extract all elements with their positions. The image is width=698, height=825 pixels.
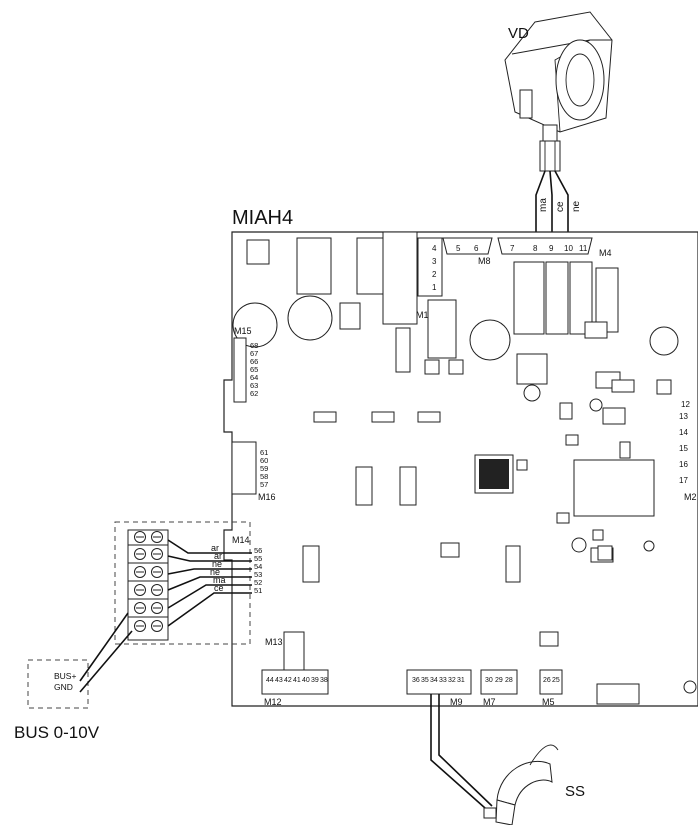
valve-drive-actuator bbox=[504, 11, 613, 172]
connector-m9 bbox=[406, 669, 472, 695]
m14-wire-ne-1: ne bbox=[212, 559, 222, 569]
m14-pin-53: 53 bbox=[254, 570, 262, 579]
m9-pin-34: 34 bbox=[430, 677, 438, 684]
connector-m10 bbox=[382, 231, 443, 325]
connector-m5 bbox=[539, 669, 563, 695]
m15-pin-62: 62 bbox=[250, 389, 258, 398]
vd-label: VD bbox=[508, 25, 529, 42]
m10-pin-3: 3 bbox=[432, 257, 437, 266]
m15-label: M15 bbox=[234, 326, 252, 336]
m12-pin-39: 39 bbox=[311, 677, 319, 684]
connector-m4 bbox=[497, 237, 593, 255]
m12-pin-43: 43 bbox=[275, 677, 283, 684]
m10-pin-4: 4 bbox=[432, 244, 437, 253]
m15-pin-66: 66 bbox=[250, 357, 258, 366]
m5-pin-26: 26 bbox=[543, 677, 551, 684]
m15-pin-67: 67 bbox=[250, 349, 258, 358]
m5-label: M5 bbox=[542, 697, 555, 707]
right-pin-14: 14 bbox=[679, 428, 688, 437]
connector-m12 bbox=[261, 669, 329, 695]
bus-title: BUS 0-10V bbox=[14, 723, 100, 742]
m16-pin-61: 61 bbox=[260, 448, 268, 457]
m14-wire-ar-2: ar bbox=[214, 551, 222, 561]
m15-pin-64: 64 bbox=[250, 373, 258, 382]
m14-pin-54: 54 bbox=[254, 562, 262, 571]
m9-pin-36: 36 bbox=[412, 677, 420, 684]
m12-pin-38: 38 bbox=[320, 677, 328, 684]
vd-wire-ce: ce bbox=[555, 201, 566, 212]
bus-plus-label: BUS+ bbox=[54, 671, 76, 681]
bus-box bbox=[27, 659, 89, 709]
m15-pin-65: 65 bbox=[250, 365, 258, 374]
board-components bbox=[232, 237, 679, 705]
m4-pin-8: 8 bbox=[533, 244, 538, 253]
m14-pin-52: 52 bbox=[254, 578, 262, 587]
m16-pin-58: 58 bbox=[260, 472, 268, 481]
m8-label: M8 bbox=[478, 256, 491, 266]
terminal-block-frame bbox=[114, 521, 251, 645]
m8-pin-5: 5 bbox=[456, 244, 461, 253]
m7-pin-28: 28 bbox=[505, 677, 513, 684]
m12-pin-41: 41 bbox=[293, 677, 301, 684]
m4-pin-7: 7 bbox=[510, 244, 515, 253]
connector-m8 bbox=[442, 237, 493, 255]
m14-wires bbox=[167, 539, 252, 627]
right-pin-12: 12 bbox=[681, 400, 690, 409]
vd-wire-ne: ne bbox=[571, 200, 582, 212]
m14-wire-ne-2: ne bbox=[210, 567, 220, 577]
m4-label: M4 bbox=[599, 248, 612, 258]
connector-m15 bbox=[233, 337, 247, 403]
m4-pin-11: 11 bbox=[579, 244, 588, 253]
m14-pin-56: 56 bbox=[254, 546, 262, 555]
m14-wire-ma: ma bbox=[213, 575, 226, 585]
bus-gnd-label: GND bbox=[54, 682, 73, 692]
m14-wire-ar-1: ar bbox=[211, 543, 219, 553]
m9-pin-33: 33 bbox=[439, 677, 447, 684]
right-pin-13: 13 bbox=[679, 412, 688, 421]
m9-pin-32: 32 bbox=[448, 677, 456, 684]
m9-label: M9 bbox=[450, 697, 463, 707]
vd-wire-ma: ma bbox=[538, 198, 549, 212]
m4-pin-10: 10 bbox=[564, 244, 573, 253]
m10-pin-1: 1 bbox=[432, 283, 437, 292]
m12-label: M12 bbox=[264, 697, 282, 707]
terminal-block bbox=[127, 529, 169, 641]
m12-pin-44: 44 bbox=[266, 677, 274, 684]
m8-pin-6: 6 bbox=[474, 244, 479, 253]
m5-pin-25: 25 bbox=[552, 677, 560, 684]
m13-label: M13 bbox=[265, 637, 283, 647]
m10-pin-2: 2 bbox=[432, 270, 437, 279]
connector-m16 bbox=[231, 441, 257, 495]
connector-m7 bbox=[480, 669, 518, 695]
m9-pin-31: 31 bbox=[457, 677, 465, 684]
m14-pin-51: 51 bbox=[254, 586, 262, 595]
right-pin-17: 17 bbox=[679, 476, 688, 485]
m4-pin-9: 9 bbox=[549, 244, 554, 253]
m15-pin-63: 63 bbox=[250, 381, 258, 390]
board-outline bbox=[223, 231, 698, 707]
m16-pin-59: 59 bbox=[260, 464, 268, 473]
sensor-label: SS bbox=[565, 783, 585, 800]
sensor-clip bbox=[483, 744, 559, 825]
m7-pin-29: 29 bbox=[495, 677, 503, 684]
m7-label: M7 bbox=[483, 697, 496, 707]
m16-pin-57: 57 bbox=[260, 480, 268, 489]
connector-m13 bbox=[283, 631, 305, 677]
m12-pin-40: 40 bbox=[302, 677, 310, 684]
m15-pin-68: 68 bbox=[250, 341, 258, 350]
m16-pin-60: 60 bbox=[260, 456, 268, 465]
right-pin-15: 15 bbox=[679, 444, 688, 453]
m14-label: M14 bbox=[232, 535, 250, 545]
board-label: MIAH4 bbox=[232, 207, 293, 229]
m12-pin-42: 42 bbox=[284, 677, 292, 684]
right-pin-16: 16 bbox=[679, 460, 688, 469]
m7-pin-30: 30 bbox=[485, 677, 493, 684]
m14-wire-ce: ce bbox=[214, 583, 224, 593]
m9-pin-35: 35 bbox=[421, 677, 429, 684]
m2-label: M2 bbox=[684, 492, 697, 502]
m10-label: M10 bbox=[416, 310, 434, 320]
m16-label: M16 bbox=[258, 492, 276, 502]
m14-pin-55: 55 bbox=[254, 554, 262, 563]
